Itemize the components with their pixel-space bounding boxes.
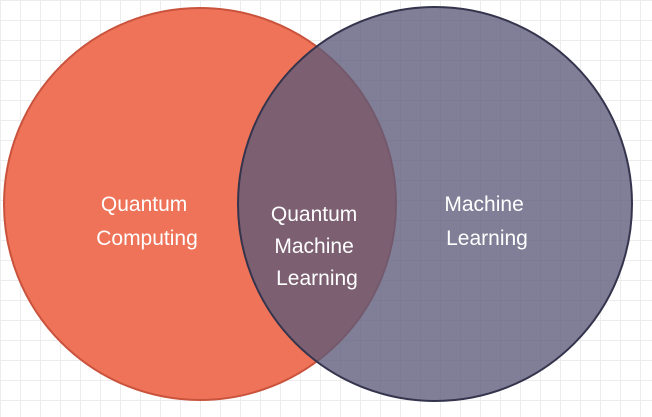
overlap-quantum-machine-learning-label: Quantum Machine Learning — [271, 203, 363, 290]
set-machine-learning-circle[interactable] — [237, 6, 633, 402]
set-machine-learning-label: Machine Learning — [444, 193, 529, 250]
set-quantum-computing-label: Quantum Computing — [96, 193, 198, 250]
